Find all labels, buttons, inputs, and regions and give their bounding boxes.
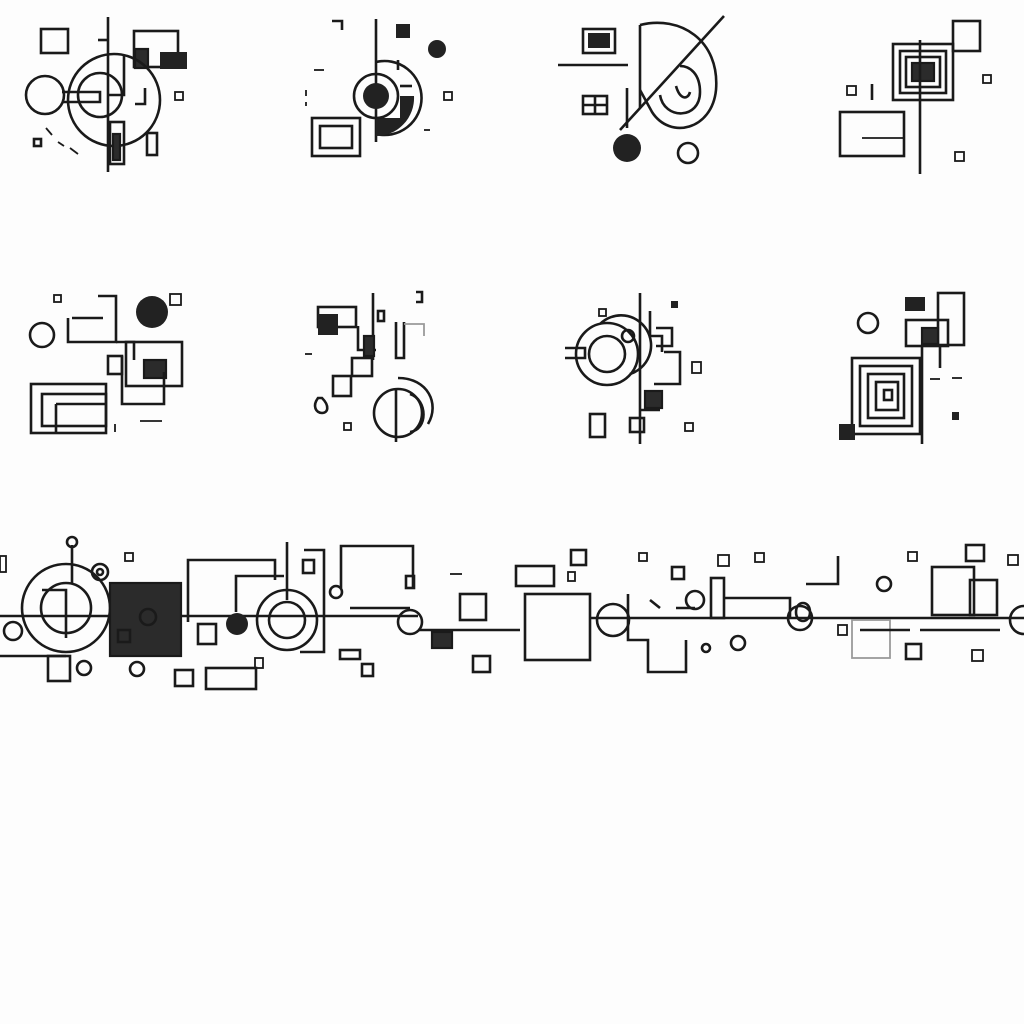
motif-6 xyxy=(305,290,434,442)
motif-4 xyxy=(838,19,992,174)
motif-3 xyxy=(558,15,725,165)
motif-1 xyxy=(24,17,187,172)
motif-2 xyxy=(305,19,453,158)
motif-7 xyxy=(565,293,702,444)
motif-8 xyxy=(839,291,966,444)
motif-5 xyxy=(28,293,184,435)
motif-9-border-strip xyxy=(0,535,1024,691)
